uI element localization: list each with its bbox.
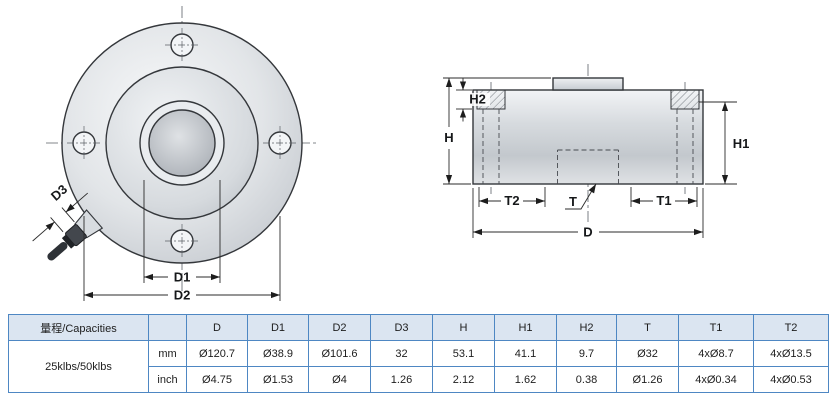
- col-header-h1: H1: [494, 314, 557, 341]
- dimension-h2: H2: [456, 77, 490, 122]
- table-header-row: 量程/Capacities D D1 D2 D3 H H1 H2 T T1 T2: [8, 314, 829, 341]
- capacities-header-cell: 量程/Capacities: [8, 314, 149, 341]
- dimension-d2-label: D2: [174, 288, 191, 303]
- unit-cell-mm: mm: [148, 340, 187, 367]
- dimension-t2: T2: [478, 187, 546, 208]
- col-header-t: T: [616, 314, 679, 341]
- unit-cell-inch: inch: [148, 366, 187, 393]
- value-inch-d1: Ø1.53: [247, 366, 309, 393]
- dimension-h-label: H: [444, 130, 453, 145]
- dimension-d-label: D: [583, 225, 592, 240]
- dimension-t2-label: T2: [504, 193, 519, 208]
- value-inch-h1: 1.62: [494, 366, 557, 393]
- center-thread-hole: [557, 149, 619, 184]
- value-inch-d2: Ø4: [308, 366, 371, 393]
- value-inch-d: Ø4.75: [186, 366, 248, 393]
- value-inch-h: 2.12: [432, 366, 495, 393]
- dimension-d3-label: D3: [48, 181, 70, 203]
- col-header-t1: T1: [678, 314, 754, 341]
- dimensions-table: 量程/Capacities D D1 D2 D3 H H1 H2 T T1 T2…: [8, 314, 829, 393]
- dimension-t1-label: T1: [656, 193, 671, 208]
- dimensions-table-wrapper: 量程/Capacities D D1 D2 D3 H H1 H2 T T1 T2…: [8, 314, 829, 393]
- col-header-h2: H2: [556, 314, 617, 341]
- dimension-d1-label: D1: [174, 270, 191, 285]
- capacity-cell: 25klbs/50klbs: [8, 340, 149, 393]
- counterbore-right: [670, 89, 700, 184]
- dimension-d3-lines: [32, 192, 89, 242]
- bolt-hole-left: [67, 126, 101, 160]
- dimension-t-label: T: [569, 194, 577, 209]
- col-header-h: H: [432, 314, 495, 341]
- col-header-d3: D3: [370, 314, 433, 341]
- value-mm-t: Ø32: [616, 340, 679, 367]
- front-view-drawing: D3 D1 D2: [32, 6, 318, 303]
- dimension-h: H: [443, 77, 551, 185]
- value-mm-d: Ø120.7: [186, 340, 248, 367]
- dimension-d: D: [472, 188, 704, 240]
- dimension-h2-label: H2: [469, 92, 486, 107]
- value-mm-h2: 9.7: [556, 340, 617, 367]
- side-top-boss: [552, 77, 624, 91]
- value-mm-t2: 4xØ13.5: [753, 340, 829, 367]
- value-mm-t1: 4xØ8.7: [678, 340, 754, 367]
- table-row-mm: 25klbs/50klbs mm Ø120.7 Ø38.9 Ø101.6 32 …: [8, 340, 829, 393]
- flange-bore-circle: [148, 109, 216, 177]
- table-row-inch: inch Ø4.75 Ø1.53 Ø4 1.26 2.12 1.62 0.38 …: [9, 366, 829, 393]
- col-header-t2: T2: [753, 314, 829, 341]
- dimension-t: T: [565, 183, 597, 210]
- value-mm-d3: 32: [370, 340, 433, 367]
- value-inch-t1: 4xØ0.34: [678, 366, 754, 393]
- value-mm-h: 53.1: [432, 340, 495, 367]
- side-view-drawing: H H2 H1: [443, 64, 750, 240]
- cable-connector: [32, 192, 104, 261]
- dimension-h1: H1: [699, 101, 750, 185]
- value-mm-d2: Ø101.6: [308, 340, 371, 367]
- dimension-d2: D2: [83, 216, 281, 303]
- value-inch-t: Ø1.26: [616, 366, 679, 393]
- value-mm-h1: 41.1: [494, 340, 557, 367]
- bolt-hole-top: [165, 28, 199, 62]
- bolt-hole-right: [263, 126, 297, 160]
- dimension-t1: T1: [630, 187, 698, 208]
- value-inch-t2: 4xØ0.53: [753, 366, 829, 393]
- dimension-h1-label: H1: [733, 136, 750, 151]
- value-mm-d1: Ø38.9: [247, 340, 309, 367]
- value-inch-d3: 1.26: [370, 366, 433, 393]
- unit-header-cell: [148, 314, 187, 341]
- col-header-d: D: [186, 314, 248, 341]
- value-inch-h2: 0.38: [556, 366, 617, 393]
- col-header-d1: D1: [247, 314, 309, 341]
- dimension-d1: D1: [143, 180, 221, 285]
- bolt-hole-bottom: [165, 224, 199, 258]
- col-header-d2: D2: [308, 314, 371, 341]
- side-body: [472, 89, 704, 185]
